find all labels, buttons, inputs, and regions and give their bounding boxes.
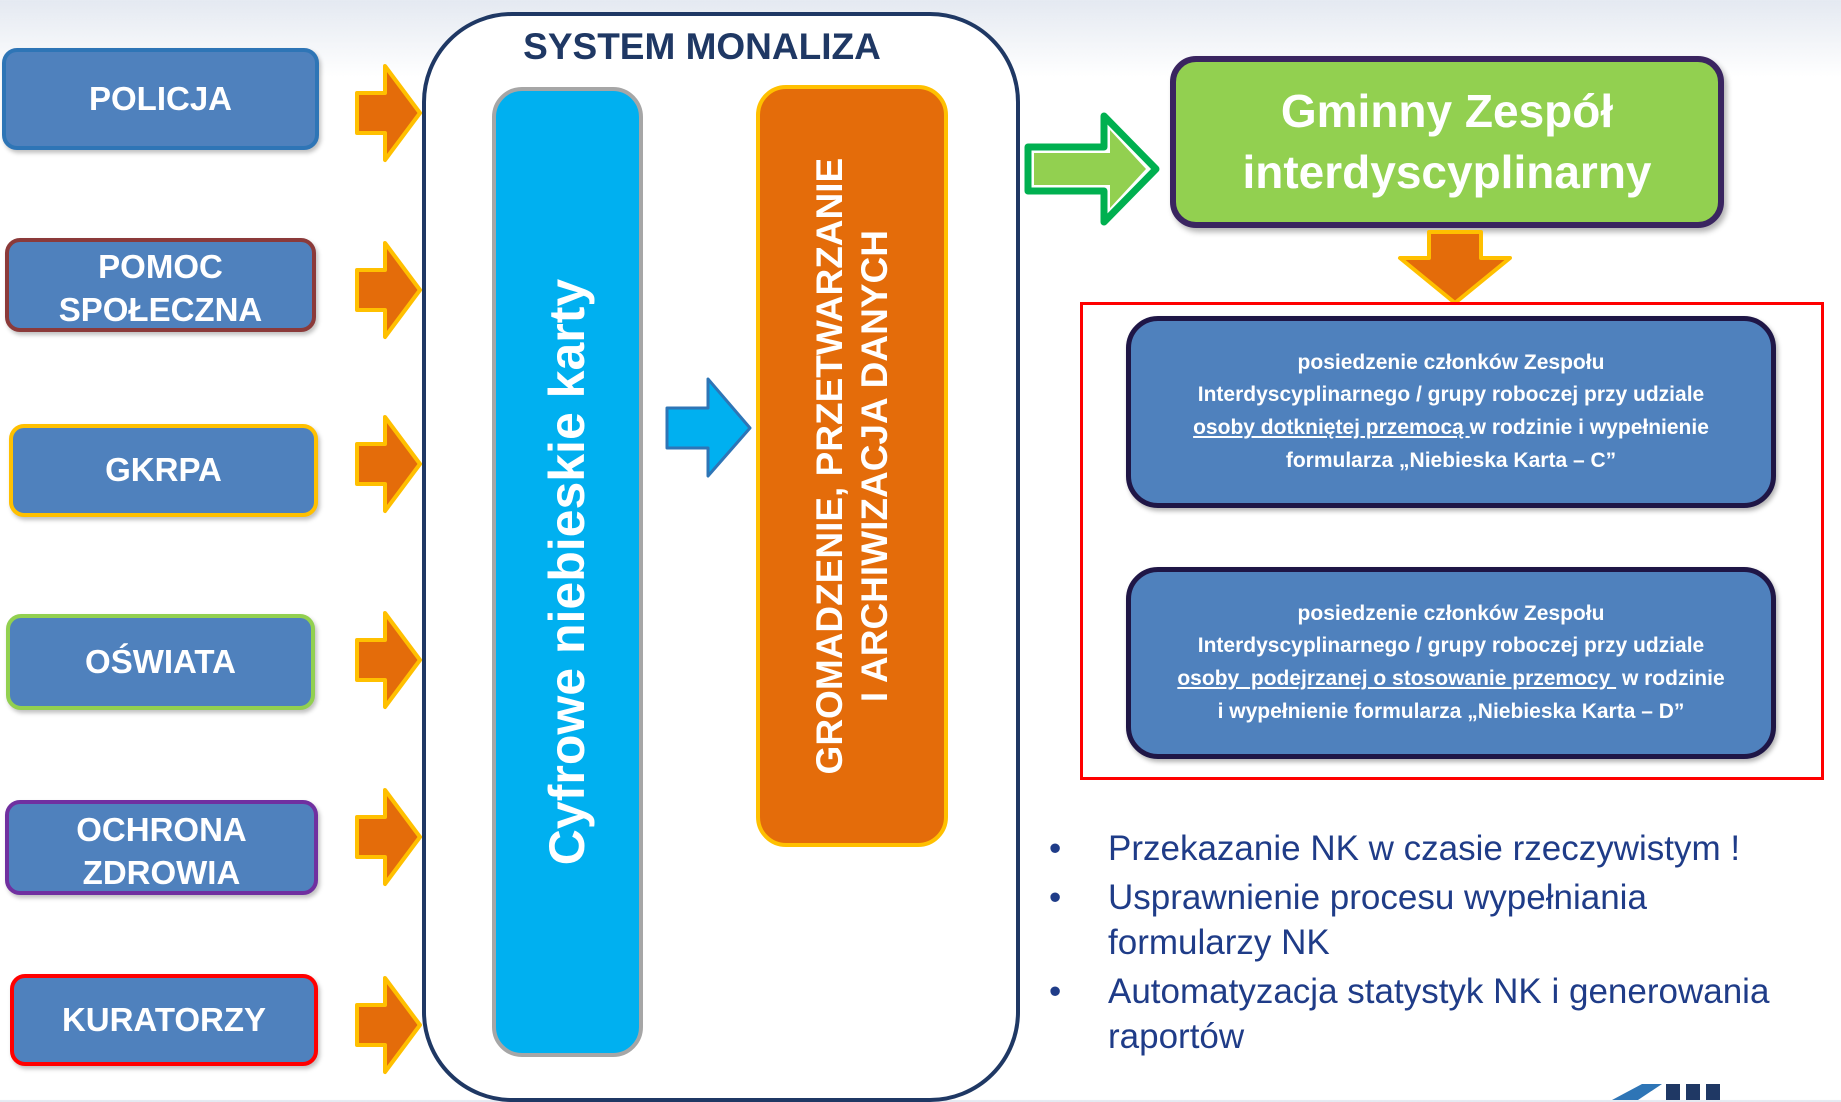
source-label: POLICJA: [88, 79, 233, 117]
meeting-c-line-2: Interdyscyplinarnego / grupy roboczej pr…: [1197, 383, 1705, 407]
source-label: OŚWIATA: [85, 642, 236, 680]
meeting-c-line-4: formularza „Niebieska Karta – C”: [1285, 448, 1617, 472]
processing-label: GROMADZENIE, PRZETWARZANIE I ARCHIWIZACJ…: [807, 158, 897, 775]
list-item: • Usprawnienie procesu wypełniania formul…: [1043, 875, 1838, 966]
benefit-text: Usprawnienie procesu wypełniania formula…: [1108, 877, 1647, 963]
list-item: • Przekazanie NK w czasie rzeczywistym !: [1043, 826, 1838, 872]
system-title: SYSTEM MONALIZA: [523, 26, 881, 67]
benefit-text: Automatyzacja statystyk NK i generowania…: [1108, 971, 1770, 1057]
meeting-c-underlined: osoby dotkniętej przemocą: [1193, 416, 1470, 439]
digital-blue-cards-bar: Cyfrowe niebieskie karty: [492, 87, 643, 1057]
list-item: • Automatyzacja statystyk NK i generowani…: [1043, 969, 1838, 1060]
flow-arrow-icon: [355, 611, 422, 709]
meeting-d-line-4: i wypełnienie formularza „Niebieska Kart…: [1217, 699, 1685, 723]
benefit-text: Przekazanie NK w czasie rzeczywistym !: [1108, 829, 1741, 868]
benefits-list: •Przekazanie NK w czasie rzeczywistym ! …: [1043, 826, 1838, 1063]
processing-line-1: GROMADZENIE, PRZETWARZANIE: [808, 157, 850, 775]
source-box-oswiata: OŚWIATA: [6, 614, 315, 710]
team-arrow-icon: [1024, 112, 1160, 226]
source-box-ochrona-zdrowia: OCHRONA ZDROWIA: [5, 800, 318, 895]
team-line-2: interdyscyplinarny: [1242, 146, 1652, 198]
bullet-icon: •: [1049, 829, 1062, 868]
cards-label: Cyfrowe niebieskie karty: [539, 278, 596, 866]
meeting-box-d: posiedzenie członków Zespołu Interdyscyp…: [1126, 567, 1776, 759]
meeting-d-line-2: Interdyscyplinarnego / grupy roboczej pr…: [1197, 634, 1705, 658]
down-arrow-icon: [1398, 230, 1512, 305]
source-label: OCHRONA ZDROWIA: [76, 810, 247, 891]
bullet-icon: •: [1049, 877, 1062, 917]
source-box-kuratorzy: KURATORZY: [10, 974, 318, 1066]
logo-partial-icon: [1612, 1084, 1720, 1100]
bullet-icon: •: [1049, 971, 1062, 1011]
flow-arrow-icon: [355, 415, 422, 513]
source-label: GKRPA: [105, 451, 222, 489]
source-box-policja: POLICJA: [2, 48, 319, 150]
team-line-1: Gminny Zespół: [1280, 84, 1614, 137]
meeting-box-c: posiedzenie członków Zespołu Interdyscyp…: [1126, 316, 1776, 508]
meeting-c-line-1: posiedzenie członków Zespołu: [1297, 350, 1605, 374]
meeting-d-underlined: osoby podejrzanej o stosowanie przemocy: [1177, 667, 1617, 690]
meeting-d-line-1: posiedzenie członków Zespołu: [1297, 601, 1605, 625]
processing-line-2: I ARCHIWIZACJA DANYCH: [854, 229, 896, 703]
gminny-zespol-box: Gminny Zespół interdyscyplinarny: [1170, 56, 1724, 228]
source-box-pomoc-spoleczna: POMOC SPOŁECZNA: [5, 238, 316, 332]
flow-arrow-icon: [355, 976, 422, 1074]
flow-arrow-icon: [355, 64, 422, 162]
source-label: KURATORZY: [61, 1000, 267, 1038]
data-processing-bar: GROMADZENIE, PRZETWARZANIE I ARCHIWIZACJ…: [756, 85, 948, 847]
meeting-d-rest: w rodzinie: [1616, 667, 1725, 690]
source-box-gkrpa: GKRPA: [9, 424, 318, 517]
meeting-c-rest: w rodzinie i wypełnienie: [1469, 416, 1709, 439]
processing-arrow-icon: [665, 377, 752, 478]
meeting-d-line-3: osoby podejrzanej o stosowanie przemocy …: [1177, 663, 1724, 696]
meeting-c-line-3: osoby dotkniętej przemocą w rodzinie i w…: [1193, 412, 1709, 445]
source-label: POMOC SPOŁECZNA: [58, 248, 263, 328]
meetings-frame: [1080, 302, 1824, 780]
flow-arrow-icon: [355, 788, 422, 886]
flow-arrow-icon: [355, 241, 422, 339]
